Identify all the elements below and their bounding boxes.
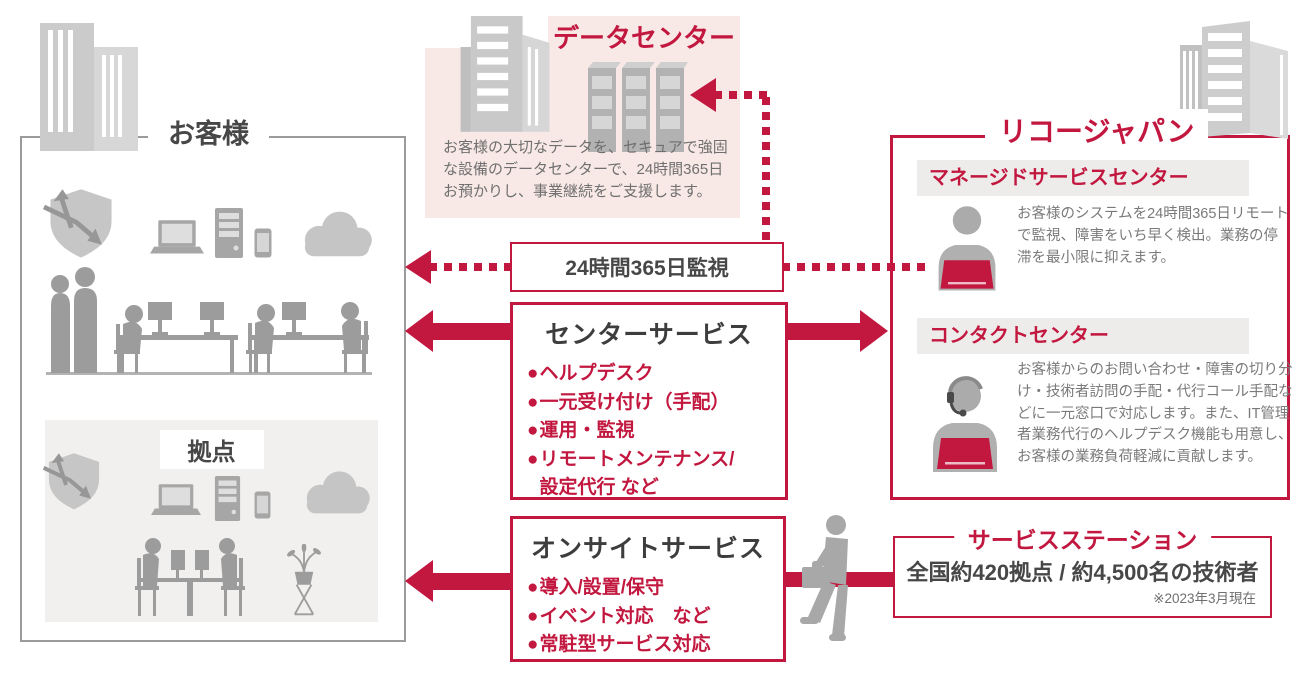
list-item: ●運用・監視 xyxy=(527,417,785,446)
operator-with-headset-icon xyxy=(933,376,997,472)
server-icon xyxy=(215,208,243,258)
list-item: ●イベント対応 など xyxy=(527,603,783,632)
list-item: ●リモートメンテナンス/ 設定代行 など xyxy=(527,446,785,503)
bullet-icon: ● xyxy=(527,577,539,598)
datacenter-title: データセンター xyxy=(548,16,740,56)
dotted-line-vertical xyxy=(762,97,770,244)
managed-service-center-header: マネージドサービスセンター xyxy=(917,160,1249,196)
dotted-line xyxy=(782,263,929,271)
server-rack-icon xyxy=(588,62,688,152)
dotted-arrowhead-to-datacenter xyxy=(690,78,716,112)
arrowhead-to-ricoh xyxy=(860,310,888,352)
contact-center-description: お客様からのお問い合わせ・障害の切り分け・技術者訪問の手配・代行コール手配などに… xyxy=(1017,362,1293,465)
dotted-line xyxy=(429,263,511,271)
smartphone-icon xyxy=(254,228,272,258)
ricoh-building-icon xyxy=(1180,21,1288,139)
ricoh-japan-label: リコージャパン xyxy=(985,109,1209,151)
shield-icon xyxy=(42,189,112,258)
datacenter-building-icon xyxy=(460,16,550,132)
list-item: ●一元受け付け（手配） xyxy=(527,389,785,418)
onsite-service-box: オンサイトサービス ●導入/設置/保守 ●イベント対応 など ●常駐型サービス対… xyxy=(510,516,786,662)
onsite-service-list: ●導入/設置/保守 ●イベント対応 など ●常駐型サービス対応 xyxy=(513,574,783,660)
shield-icon xyxy=(42,453,100,510)
arrowhead-to-customer xyxy=(405,310,433,352)
bullet-icon: ● xyxy=(527,634,539,655)
bullet-icon: ● xyxy=(527,605,539,627)
operator-at-laptop-icon xyxy=(938,206,996,291)
center-service-box: センターサービス ●ヘルプデスク ●一元受け付け（手配） ●運用・監視 ●リモー… xyxy=(510,302,788,500)
arrow-shaft xyxy=(430,323,512,340)
plant-icon xyxy=(287,544,321,616)
dotted-arrowhead-to-customer xyxy=(405,250,431,284)
office-workers-illustration xyxy=(46,267,372,375)
list-item: ●ヘルプデスク xyxy=(527,360,785,389)
walking-technician-icon xyxy=(800,515,848,641)
service-station-stat: 全国約420拠点 / 約4,500名の技術者 xyxy=(906,560,1259,585)
service-station-title: サービスステーション xyxy=(953,521,1212,555)
center-service-title: センターサービス xyxy=(545,321,753,349)
datacenter-description: お客様の大切なデータを、セキュアで強固な設備のデータセンターで、24時間365日… xyxy=(443,139,728,201)
list-item: ●常駐型サービス対応 xyxy=(527,631,783,660)
laptop-icon xyxy=(150,220,204,254)
laptop-icon xyxy=(151,484,201,515)
bullet-icon: ● xyxy=(527,391,539,413)
branch-panel: 拠点 xyxy=(42,420,378,622)
onsite-service-title: オンサイトサービス xyxy=(530,535,765,563)
monitoring-label: 24時間365日監視 xyxy=(565,257,729,280)
managed-service-description: お客様のシステムを24時間365日リモートで監視、障害をいち早く検出。業務の停滞… xyxy=(1017,206,1289,266)
customer-label: お客様 xyxy=(148,110,269,153)
branch-label: 拠点 xyxy=(159,430,264,469)
arrow-shaft xyxy=(430,573,512,590)
center-service-list: ●ヘルプデスク ●一元受け付け（手配） ●運用・監視 ●リモートメンテナンス/ … xyxy=(513,360,785,503)
cloud-icon xyxy=(306,471,370,514)
list-item: ●導入/設置/保守 xyxy=(527,574,783,603)
arrow-shaft xyxy=(786,323,862,340)
server-icon xyxy=(214,476,241,521)
smartphone-icon xyxy=(254,491,271,519)
customer-building-icon xyxy=(40,23,138,151)
bullet-icon: ● xyxy=(527,448,539,470)
arrowhead-to-customer xyxy=(405,560,433,602)
dotted-line xyxy=(714,91,770,99)
branch-workers-illustration xyxy=(135,538,245,616)
cloud-icon xyxy=(304,211,372,257)
monitoring-box: 24時間365日監視 xyxy=(510,242,784,292)
bullet-icon: ● xyxy=(527,363,539,384)
bullet-icon: ● xyxy=(527,420,539,441)
service-station-note: ※2023年3月現在 xyxy=(1153,591,1256,606)
ricoh-japan-box: リコージャパン マネージドサービスセンター お客様のシステムを24時間365日リ… xyxy=(890,109,1293,500)
service-station-box: サービスステーション 全国約420拠点 / 約4,500名の技術者 ※2023年… xyxy=(893,521,1272,618)
contact-center-header: コンタクトセンター xyxy=(917,318,1249,354)
